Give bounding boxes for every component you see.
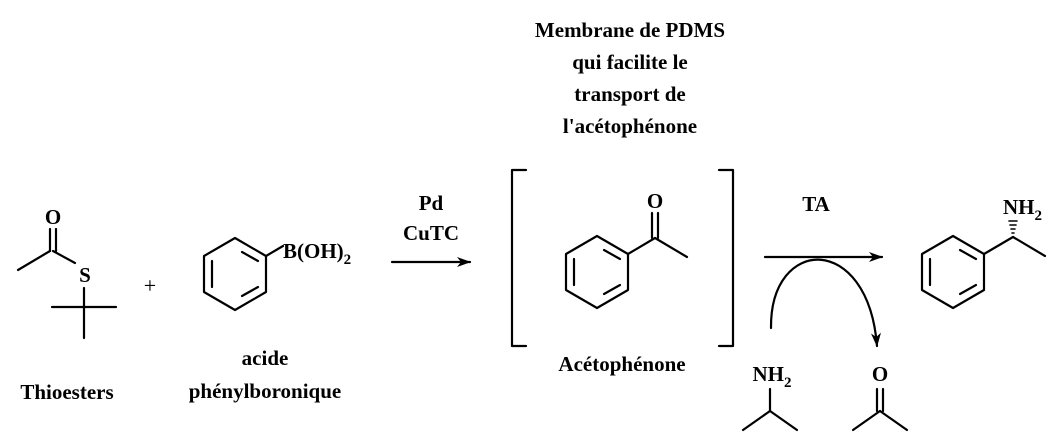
product-hashed-wedge [1008,220,1018,234]
thioester-sulfur: S [79,263,91,287]
curved-cosubstrate-arrow [769,258,881,348]
boronic-benzene-ring [202,236,268,312]
thioester-methyl-bond [16,249,52,272]
boronic-label-line-1: acide [242,346,289,370]
boronic-label-line-2: phénylboronique [189,379,342,403]
thioester-molecule: O S [16,205,118,340]
phenylethylamine-molecule: NH2 [920,195,1047,310]
right-bracket [717,168,735,348]
boronic-ring-double-bond-2 [240,285,260,298]
product-ring-double-bond-2 [958,283,978,296]
membrane-note-line-2: qui facilite le [572,50,687,74]
acetophenone-ring-double-bond-2 [602,283,622,296]
acetone-left-bond [851,409,882,432]
acetophenone-oxygen: O [647,189,663,213]
acetone-molecule: O [851,362,909,432]
membrane-note-line-4: l'acétophénone [563,114,697,138]
acetophenone-methyl-bond [653,236,689,259]
plus-sign: + [144,273,156,298]
acetophenone-label: Acétophénone [558,352,685,376]
acetone-oxygen: O [872,362,888,386]
isopropylamine-amine-text: NH [753,362,785,386]
boronic-group-subscript: 2 [344,252,352,268]
product-amine: NH2 [1003,195,1042,224]
isopropylamine-molecule: NH2 [741,362,799,432]
acetophenone-ring-double-bond-1 [602,248,622,261]
enzyme-label: TA [802,192,830,216]
thioester-cs-bond [51,249,77,265]
left-bracket [510,168,528,348]
product-ring-chiral-bond [982,235,1015,256]
membrane-note-line-1: Membrane de PDMS [535,18,725,42]
phenylboronic-acid-molecule: B(OH)2 [202,236,351,312]
product-ring-double-bond-1 [958,248,978,261]
product-methyl-bond [1011,235,1047,258]
product-amine-text: NH [1003,195,1035,219]
boronic-ring-double-bond-1 [240,250,260,263]
boronic-cb-bond [264,244,285,258]
isopropylamine-right-bond [768,409,799,432]
membrane-note: Membrane de PDMS qui facilite le transpo… [535,18,725,138]
isopropylamine-amine-subscript: 2 [784,375,792,391]
catalyst-label: Pd [419,191,444,215]
product-amine-subscript: 2 [1035,208,1043,224]
membrane-note-line-3: transport de [574,82,685,106]
acetophenone-benzene-ring [564,234,630,310]
boronic-group: B(OH)2 [283,239,351,268]
acetone-right-bond [878,409,909,432]
product-benzene-ring [920,234,986,310]
isopropylamine-amine: NH2 [753,362,792,391]
isopropylamine-left-bond [741,409,772,432]
cocatalyst-label: CuTC [403,221,459,245]
acetophenone-ring-carbonyl-bond [626,236,657,256]
acetophenone-molecule: O [564,189,689,310]
thioester-oxygen: O [45,205,61,229]
thioester-label: Thioesters [20,380,113,404]
boronic-group-text: B(OH) [283,239,344,263]
